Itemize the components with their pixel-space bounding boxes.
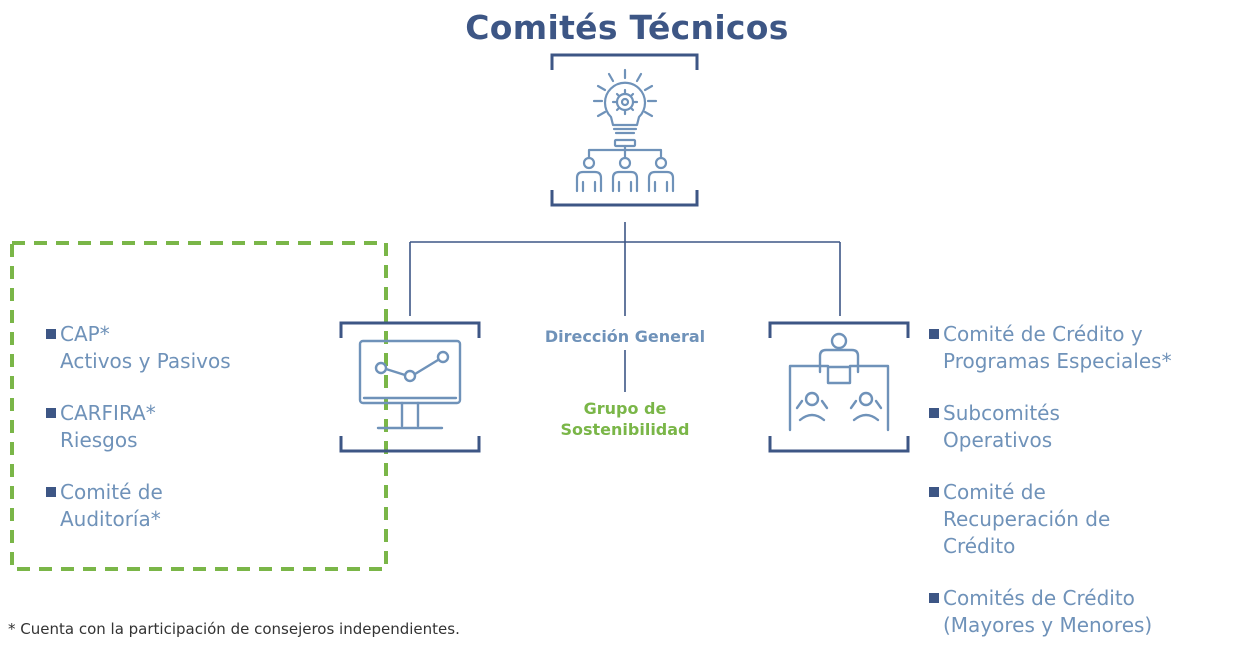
analytics-monitor-icon (358, 339, 462, 430)
grupo-label-line1: Grupo de (583, 399, 667, 418)
square-bullet-icon (929, 408, 939, 418)
grupo-label-line2: Sostenibilidad (560, 420, 690, 439)
direccion-general-label: Dirección General (544, 327, 706, 346)
square-bullet-icon (929, 487, 939, 497)
list-item: Subcomités Operativos (926, 400, 1231, 454)
square-bullet-icon (46, 408, 56, 418)
org-chart-graphic (10, 53, 910, 571)
square-bullet-icon (929, 329, 939, 339)
committee-line: Recuperación de (943, 507, 1111, 531)
committee-line: Operativos (943, 428, 1053, 452)
committee-description: Riesgos (60, 428, 138, 452)
grupo-sostenibilidad-label: Grupo de Sostenibilidad (500, 398, 750, 440)
committee-line: (Mayores y Menores) (943, 613, 1153, 637)
innovation-team-icon (575, 68, 675, 193)
committee-description: Auditoría* (60, 507, 161, 531)
committee-name: CARFIRA* (60, 401, 156, 425)
right-committee-list: Comité de Crédito y Programas Especiales… (926, 321, 1231, 664)
committee-line: Comité de (943, 480, 1046, 504)
committee-line: Comité de Crédito y (943, 322, 1143, 346)
committee-name: CAP* (60, 322, 110, 346)
committee-name: Comité de (60, 480, 163, 504)
list-item: Comité de Recuperación de Crédito (926, 479, 1231, 560)
top-bracket-frame (550, 53, 699, 207)
committee-line: Programas Especiales* (943, 349, 1172, 373)
committee-description: Activos y Pasivos (60, 349, 231, 373)
connector-lines (409, 222, 841, 392)
list-item: CARFIRA* Riesgos (43, 400, 373, 454)
list-item: Comités de Crédito (Mayores y Menores) (926, 585, 1231, 639)
footnote: * Cuenta con la participación de conseje… (8, 620, 460, 638)
meeting-table-icon (788, 332, 890, 432)
square-bullet-icon (929, 593, 939, 603)
list-item: CAP* Activos y Pasivos (43, 321, 373, 375)
list-item: Comité de Crédito y Programas Especiales… (926, 321, 1231, 375)
diagram-title: Comités Técnicos (465, 8, 789, 47)
left-bracket-frame (339, 321, 481, 453)
left-committee-list: CAP* Activos y Pasivos CARFIRA* Riesgos … (43, 321, 373, 558)
committee-line: Crédito (943, 534, 1016, 558)
list-item: Comité de Auditoría* (43, 479, 373, 533)
square-bullet-icon (46, 329, 56, 339)
committee-line: Comités de Crédito (943, 586, 1135, 610)
square-bullet-icon (46, 487, 56, 497)
independent-committees-dashed-box (10, 241, 388, 571)
right-bracket-frame (768, 321, 910, 453)
committee-line: Subcomités (943, 401, 1060, 425)
